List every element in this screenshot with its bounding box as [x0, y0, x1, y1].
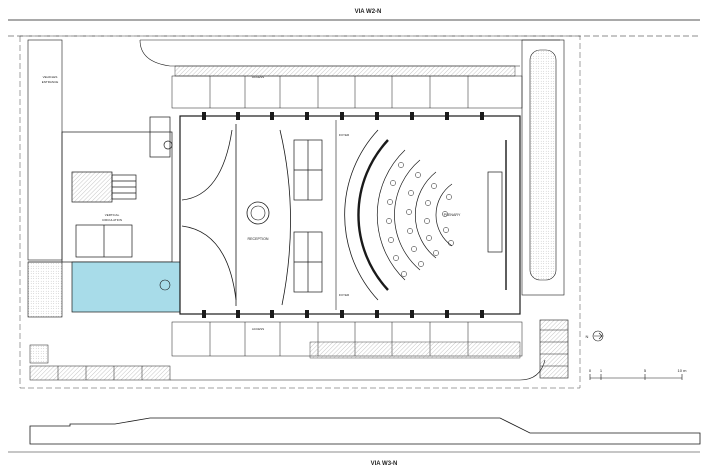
restroom-block [293, 139, 323, 293]
street-label-south: VIA W3-N [371, 461, 398, 467]
scale-tick-0: 0 [589, 368, 592, 373]
vehicle-entrance-label-1: VEHICLES [43, 75, 58, 79]
pool [71, 261, 181, 313]
parking-ramp-north [139, 39, 520, 67]
vehicle-entrance-label-2: ENTRANCE [42, 80, 59, 84]
hatched-band-south [309, 341, 521, 359]
west-strip [27, 39, 63, 318]
plenary-seats [386, 162, 454, 277]
access-label-south: ACCESS [252, 327, 264, 331]
reception-feature [246, 201, 270, 225]
service-block [61, 116, 173, 263]
vertical-circulation-label-2: CIRCULATION [102, 218, 122, 222]
site-boundary [19, 35, 581, 389]
north-arrow-label: N [586, 334, 589, 339]
south-site-profile [29, 417, 701, 445]
plenary-label: PLENARY [444, 213, 461, 217]
scale-tick-1: 1 [600, 368, 603, 373]
columns [202, 112, 484, 318]
foyer-label-south: FOYER [339, 293, 350, 297]
plenary-stage [487, 140, 507, 290]
parking-bays-north [171, 75, 523, 109]
south-road-edge [170, 359, 546, 381]
street-label-north: VIA W2-N [355, 9, 382, 15]
hatched-band-north [174, 65, 516, 77]
vertical-circulation-label-1: VERTICAL [105, 213, 120, 217]
south-parking-row [29, 344, 171, 381]
pool-feature [159, 279, 171, 291]
east-strip [521, 39, 569, 379]
foyer-label-north: FOYER [339, 133, 350, 137]
reception-walls [181, 124, 291, 306]
plenary-hall [344, 129, 453, 301]
scale-tick-10: 10 m [678, 368, 688, 373]
scale-bar [589, 374, 683, 380]
scale-tick-5: 5 [644, 368, 647, 373]
north-arrow [592, 330, 604, 342]
north-street-edge [8, 19, 700, 41]
main-building [179, 115, 521, 315]
access-label-north: ACCESS [252, 75, 264, 79]
reception-label: RECEPTION [248, 237, 269, 241]
